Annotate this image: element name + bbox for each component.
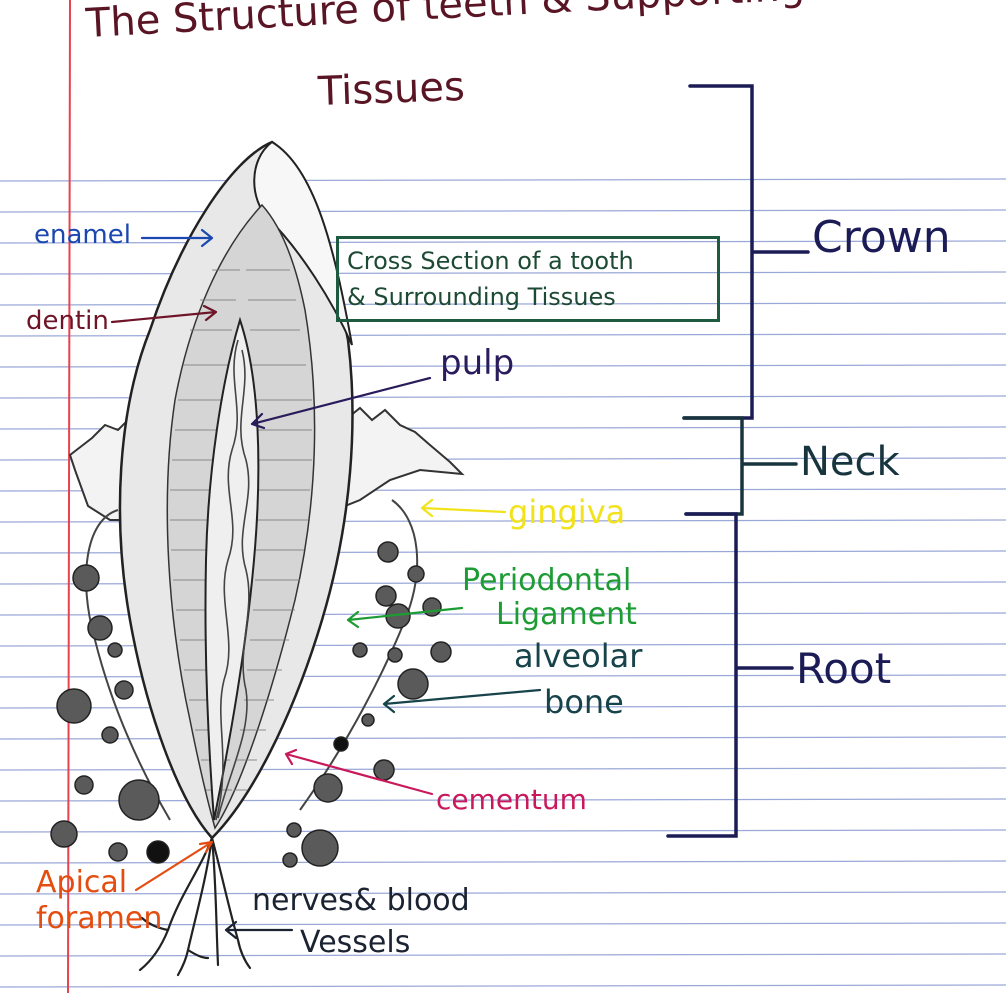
enamel-layer bbox=[253, 140, 353, 346]
label-apical-foramen-line1: Apical bbox=[36, 865, 128, 900]
label-gingiva: gingiva bbox=[508, 493, 626, 531]
label-nerves-line1: nerves& blood bbox=[252, 883, 470, 918]
enamel-arrow bbox=[140, 228, 214, 248]
label-pulp: pulp bbox=[440, 343, 515, 383]
nerves-blood-vessels bbox=[138, 836, 252, 977]
region-label-neck: Neck bbox=[800, 439, 900, 485]
pulp-cavity bbox=[204, 316, 260, 821]
label-periodontal-ligament-line2: Ligament bbox=[496, 597, 637, 632]
region-label-crown: Crown bbox=[812, 212, 951, 263]
label-cementum: cementum bbox=[436, 783, 587, 816]
nerves-arrow bbox=[224, 920, 294, 940]
pulp-arrow bbox=[250, 376, 432, 430]
region-brackets bbox=[666, 84, 810, 838]
caption-line1: Cross Section of a tooth bbox=[347, 247, 634, 275]
alveolar-bone-arrow bbox=[382, 688, 542, 714]
neck-bracket bbox=[682, 416, 798, 516]
label-periodontal-ligament-line1: Periodontal bbox=[462, 563, 632, 598]
bone-trabeculae bbox=[50, 541, 452, 868]
caption-line2: & Surrounding Tissues bbox=[347, 283, 616, 311]
label-alveolar-bone-line1: alveolar bbox=[514, 637, 643, 675]
label-dentin: dentin bbox=[26, 306, 109, 336]
root-bracket bbox=[666, 512, 794, 838]
dentin-arrow bbox=[110, 304, 218, 324]
apical-foramen-arrow bbox=[134, 840, 214, 892]
gingiva-arrow bbox=[420, 498, 507, 518]
label-apical-foramen-line2: foramen bbox=[36, 901, 163, 936]
cementum-arrow bbox=[284, 748, 434, 796]
pdl-arrow bbox=[346, 606, 464, 629]
label-alveolar-bone-line2: bone bbox=[544, 683, 624, 721]
page-title-line2: Tissues bbox=[317, 63, 466, 115]
label-enamel: enamel bbox=[34, 220, 131, 250]
caption-box: Cross Section of a tooth & Surrounding T… bbox=[336, 236, 720, 322]
region-label-root: Root bbox=[796, 644, 892, 693]
pulp-vessels bbox=[215, 339, 250, 821]
label-nerves-line2: Vessels bbox=[300, 925, 411, 960]
label-arrows bbox=[110, 228, 542, 940]
